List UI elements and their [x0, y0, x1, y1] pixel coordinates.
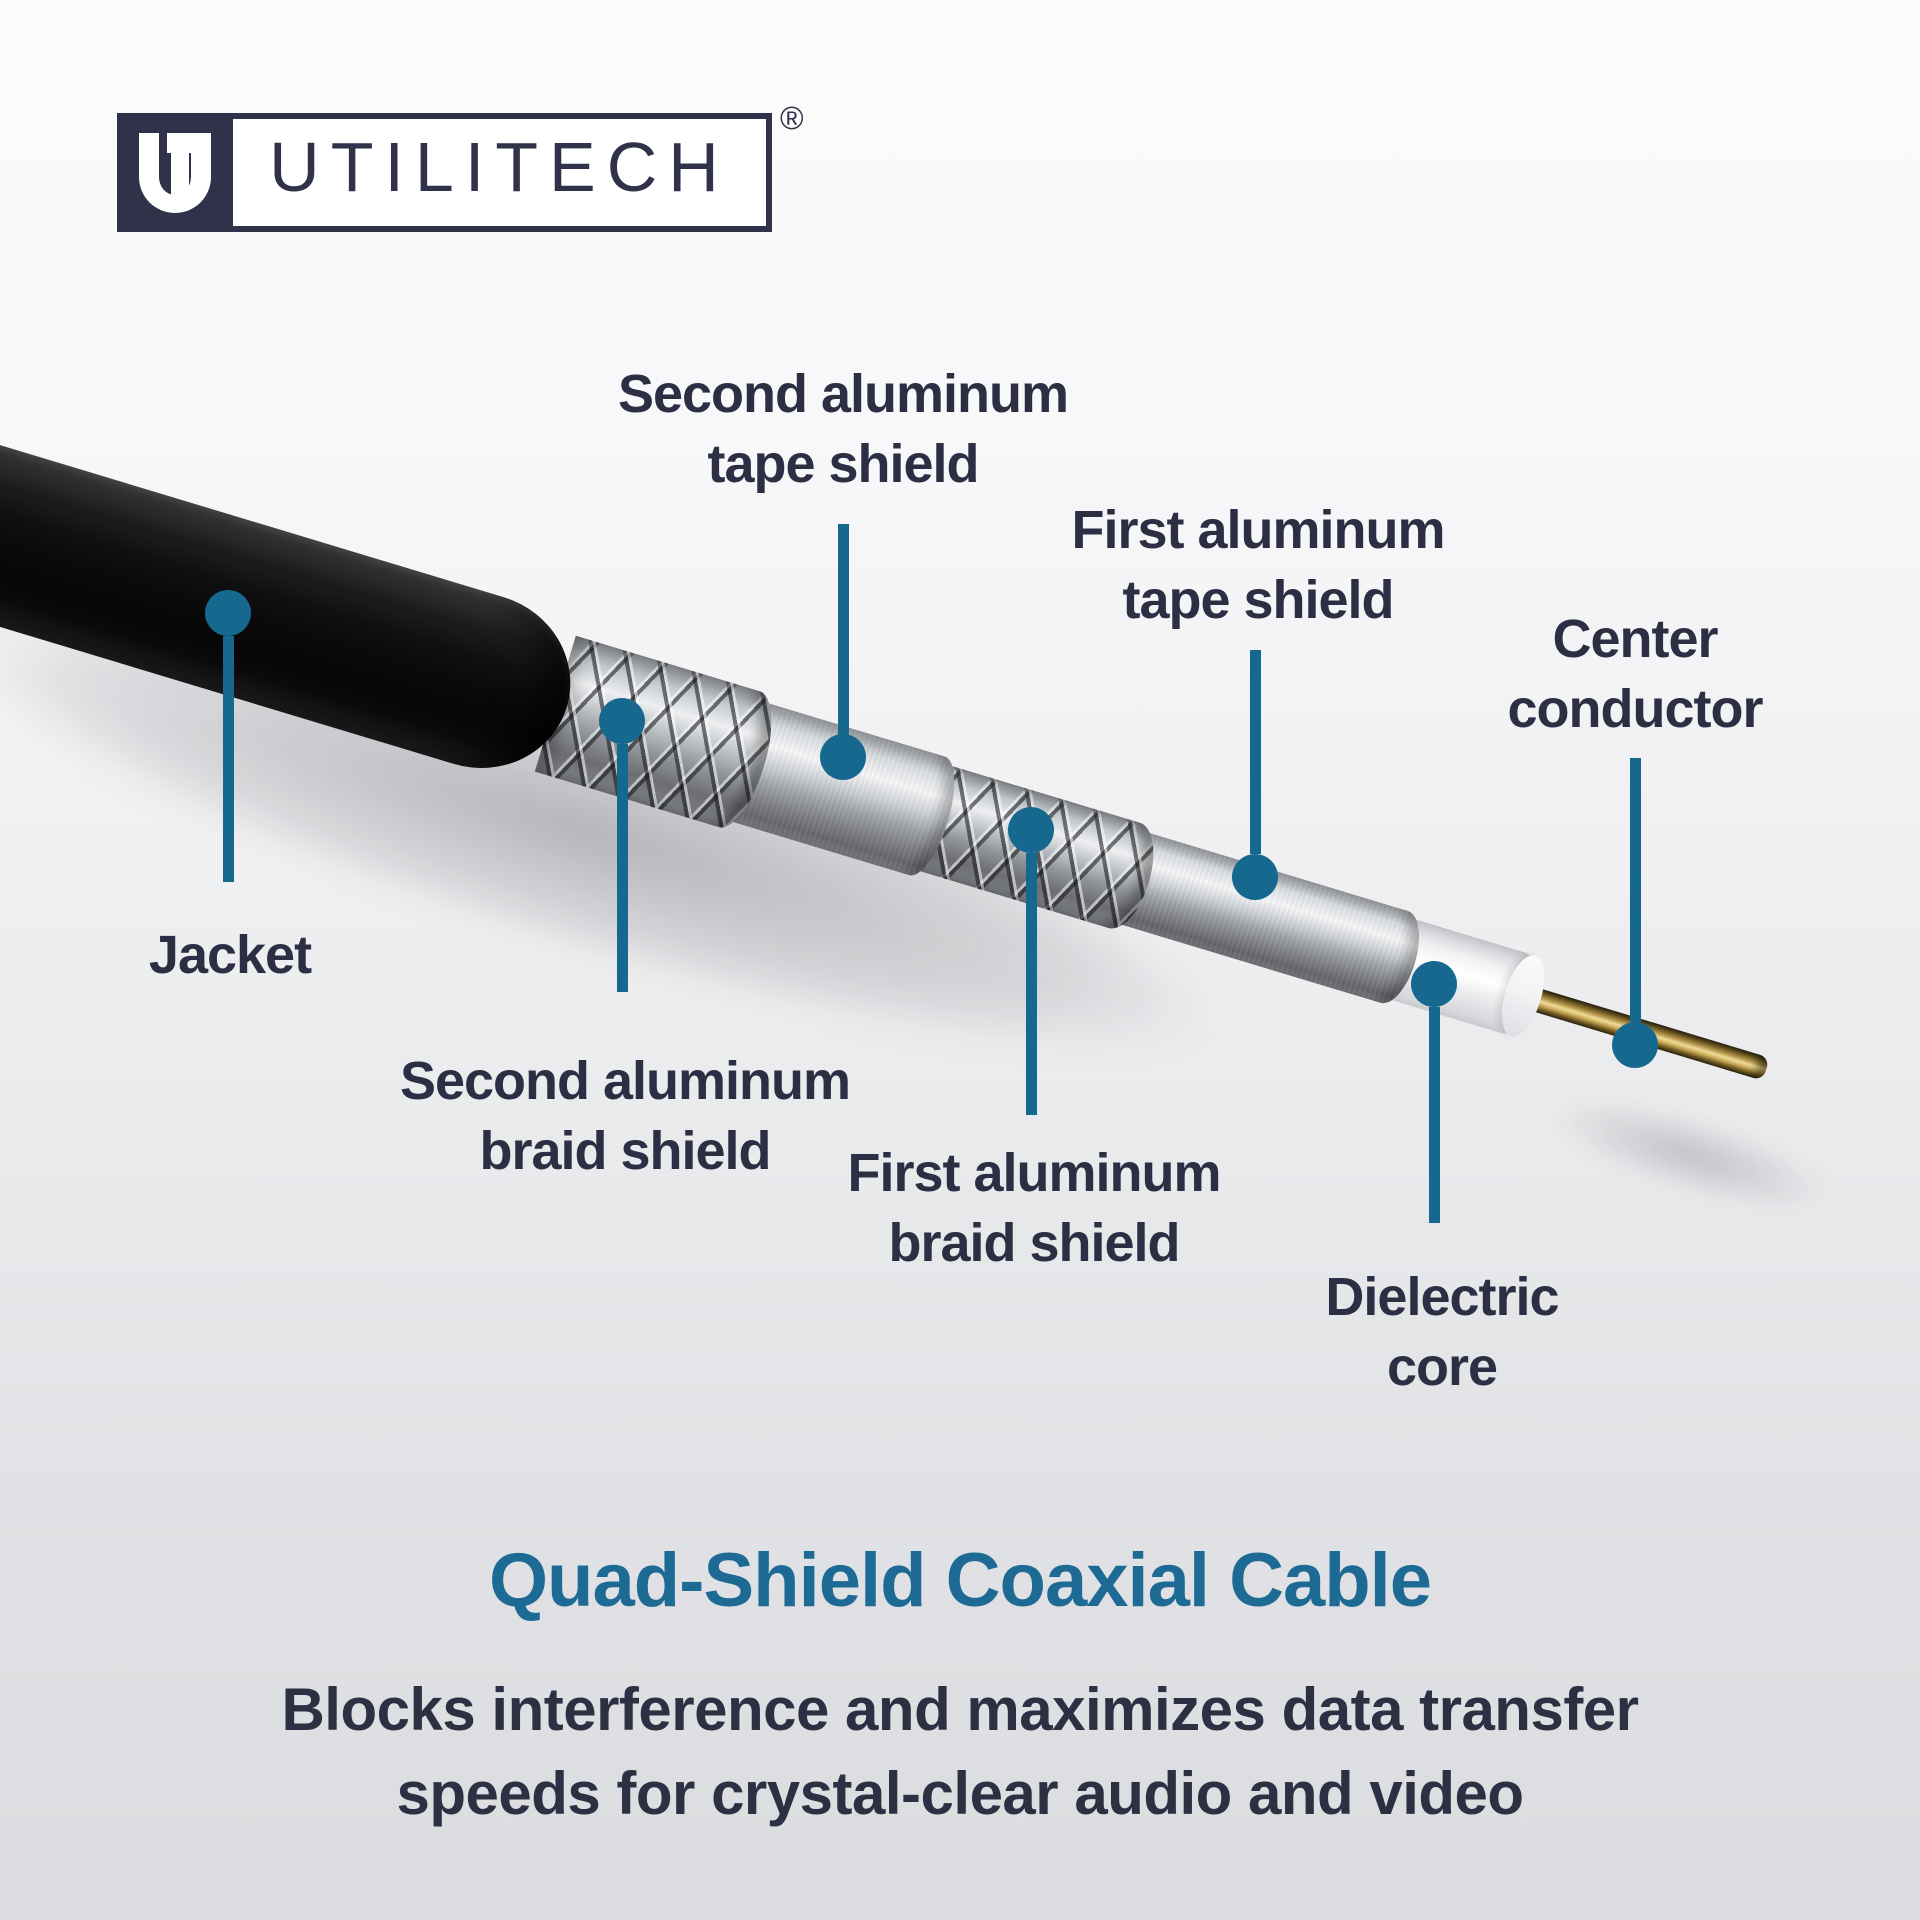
utilitech-logo: UTILITECH — [117, 113, 772, 232]
callout-label-line2: tape shield — [707, 434, 979, 494]
callout-leader-line — [1429, 1007, 1440, 1223]
callout-dot — [1008, 807, 1054, 853]
brand-name: UTILITECH — [269, 127, 730, 206]
monogram-t-bar-icon — [167, 133, 211, 153]
cable-second-braid-shield-layer — [534, 635, 785, 835]
callout-label-line2: braid shield — [888, 1213, 1180, 1273]
callout-leader-line — [1630, 758, 1641, 1022]
callout-leader-line — [1250, 650, 1261, 854]
callout-label-line1: First aluminum — [1071, 500, 1445, 560]
product-title: Quad-Shield Coaxial Cable — [488, 1538, 1432, 1623]
callout-label-line2: core — [1386, 1337, 1498, 1397]
callout-label-line1: Center — [1552, 609, 1718, 669]
product-description-line2: speeds for crystal-clear audio and video — [396, 1760, 1524, 1827]
callout-dot — [820, 734, 866, 780]
callout-dot — [1612, 1022, 1658, 1068]
callout-label: First aluminum tape shield — [1071, 495, 1445, 635]
callout-label: Second aluminum braid shield — [399, 1046, 851, 1186]
callout-label-line2: braid shield — [479, 1121, 771, 1181]
callout-label: First aluminum braid shield — [847, 1138, 1221, 1278]
registered-trademark-symbol: ® — [780, 100, 804, 136]
callout-dot — [1232, 854, 1278, 900]
callout-label-line1: Second aluminum — [399, 1051, 851, 1111]
logo-monogram-square — [117, 113, 233, 232]
callout-leader-line — [617, 744, 628, 992]
callout-label-line2: tape shield — [1122, 570, 1394, 630]
monogram-u-icon — [139, 133, 211, 213]
callout-label-line2: conductor — [1507, 679, 1764, 739]
callout-label: Jacket — [148, 920, 312, 990]
callout-leader-line — [223, 636, 234, 882]
callout-label-line1: Jacket — [148, 925, 312, 985]
callout-leader-line — [838, 524, 849, 736]
callout-label-line1: First aluminum — [847, 1143, 1221, 1203]
callout-dot — [205, 590, 251, 636]
product-description: Blocks interference and maximizes data t… — [0, 1668, 1920, 1836]
product-description-line1: Blocks interference and maximizes data t… — [281, 1676, 1639, 1743]
monogram-t-stem-icon — [171, 153, 189, 195]
callout-label-line1: Second aluminum — [617, 364, 1069, 424]
callout-dot — [1411, 961, 1457, 1007]
callout-label: Dielectric core — [1325, 1262, 1559, 1402]
callout-label: Second aluminum tape shield — [617, 359, 1069, 499]
callout-dot — [599, 698, 645, 744]
callout-label-line1: Dielectric — [1325, 1267, 1559, 1327]
callout-leader-line — [1026, 853, 1037, 1115]
callout-label: Center conductor — [1507, 604, 1764, 744]
